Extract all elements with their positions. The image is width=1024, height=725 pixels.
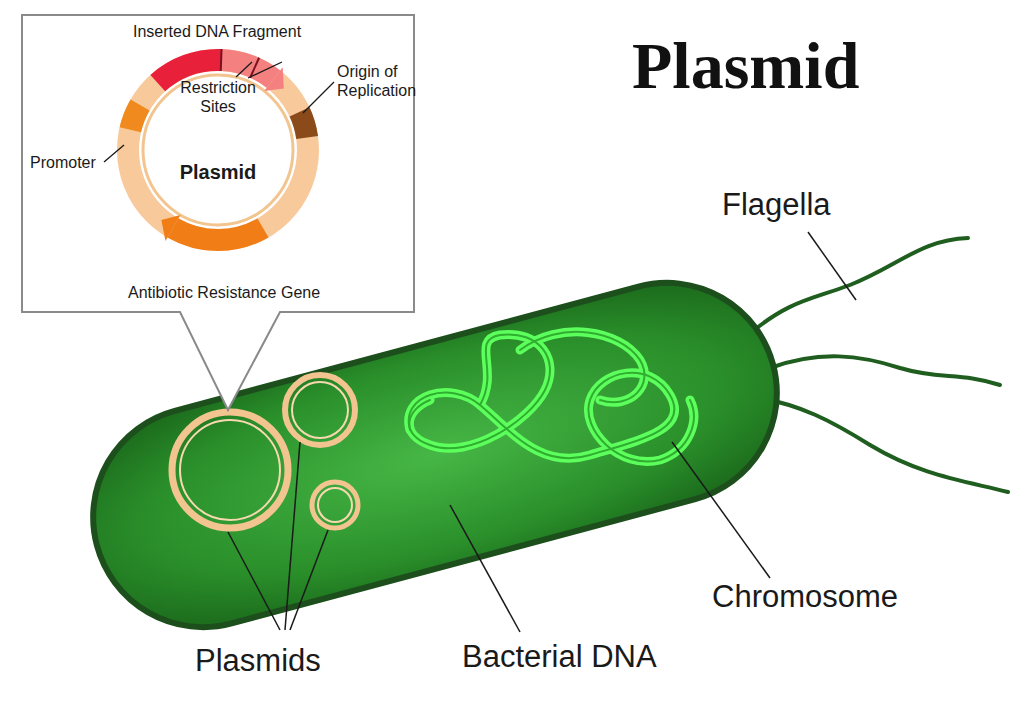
illustration-part	[248, 62, 282, 78]
illustration-part	[228, 532, 280, 630]
illustration-part	[285, 442, 300, 630]
illustration-part	[520, 332, 644, 402]
resistance-gene	[173, 228, 263, 240]
map-label: Origin of Replication	[337, 62, 427, 100]
illustration-part	[450, 505, 520, 632]
illustration-part	[520, 332, 644, 402]
plasmid-circles	[172, 375, 358, 528]
illustration-part	[770, 356, 1000, 385]
part-label: Chromosome	[712, 578, 898, 615]
illustration-part	[760, 398, 1008, 492]
title: Plasmid	[632, 26, 859, 105]
arrow-head	[161, 215, 180, 241]
inner-ring	[143, 75, 293, 225]
illustration-part	[409, 332, 694, 462]
map-label: Antibiotic Resistance Gene	[128, 283, 320, 302]
plasmid-map	[128, 49, 308, 241]
illustration-part	[409, 334, 550, 448]
map-label: Promoter	[30, 153, 96, 172]
flagella	[748, 238, 1008, 492]
map-name: Plasmid	[180, 160, 257, 184]
promoter-segment	[130, 105, 140, 130]
map-label: Restriction Sites	[163, 78, 273, 116]
illustration-part	[303, 82, 334, 113]
illustration-part	[292, 382, 348, 438]
illustration-part	[748, 238, 968, 335]
illustration-part	[318, 488, 352, 522]
illustration-part	[172, 412, 288, 528]
illustration-part	[409, 332, 694, 462]
plasmid-map-node: Restriction SitesPlasmid	[138, 70, 298, 230]
bacterium-body	[68, 258, 801, 652]
map-label: Inserted DNA Fragment	[133, 22, 301, 41]
arrow-head	[264, 67, 284, 91]
inset-leaders	[104, 62, 334, 162]
illustration-part	[68, 258, 801, 652]
illustration-part	[285, 375, 355, 445]
illustration-part	[236, 62, 252, 77]
illustration-part	[672, 442, 770, 578]
illustration-part	[180, 420, 280, 520]
illustration-part	[808, 232, 856, 300]
restriction-site	[220, 49, 223, 71]
part-label: Flagella	[722, 186, 831, 223]
origin-segment	[300, 112, 308, 138]
illustration-part	[312, 482, 358, 528]
part-label: Plasmids	[195, 642, 321, 679]
part-label: Bacterial DNA	[462, 638, 657, 675]
illustration-part	[409, 334, 550, 448]
illustration-part	[104, 145, 124, 162]
plasmid-ring	[128, 60, 308, 240]
chromosome	[409, 332, 694, 462]
illustration-part	[290, 530, 328, 630]
